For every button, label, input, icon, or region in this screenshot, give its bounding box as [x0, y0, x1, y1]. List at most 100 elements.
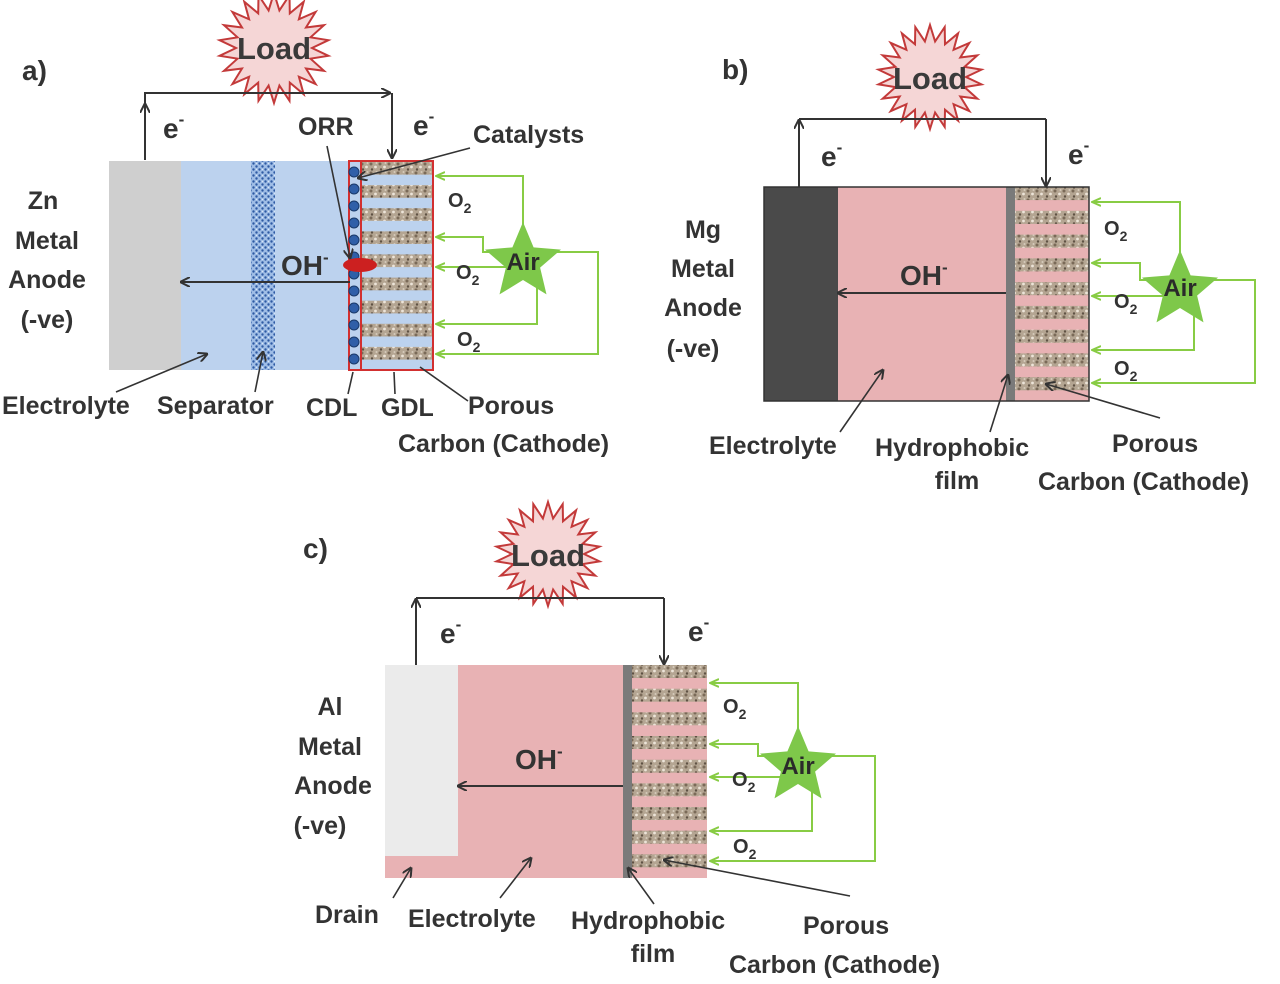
o2-label-3: O2: [733, 836, 757, 862]
load-burst-icon: [493, 498, 603, 610]
porous-label: Porous: [803, 912, 889, 940]
porous-carbon-texture: [632, 665, 707, 868]
load-burst-icon: [875, 21, 985, 133]
carbon-stripe: [632, 665, 707, 678]
orr-site: [343, 258, 377, 272]
anode-label-1: Al: [318, 693, 343, 721]
catalyst-dot: [348, 166, 360, 178]
o2-label-3: O2: [1114, 358, 1138, 384]
air-flow-line: [436, 282, 538, 324]
air-label: Air: [506, 249, 539, 276]
catalyst-dot: [348, 336, 360, 348]
catalyst-dot: [348, 234, 360, 246]
o2-label-1: O2: [1104, 218, 1128, 244]
air-label: Air: [1163, 275, 1196, 302]
porous-carbon-texture: [362, 162, 432, 360]
electrolyte-pointer: [115, 354, 207, 393]
carbon-stripe: [1015, 234, 1089, 248]
electron-left: e-: [821, 138, 842, 172]
o2-label-1: O2: [448, 190, 472, 216]
carbon-stripe: [362, 300, 432, 314]
carbon-stripe: [362, 277, 432, 291]
anode-label-3: Anode: [8, 266, 86, 294]
carbon-stripe: [632, 759, 707, 773]
electrolyte-label: Electrolyte: [408, 905, 536, 933]
catalyst-dot: [348, 217, 360, 229]
electrolyte-label: Electrolyte: [2, 392, 130, 420]
panel-b-tag: b): [722, 54, 748, 85]
carbon-cathode-label: Carbon (Cathode): [1038, 468, 1249, 496]
air-flow-line: [436, 251, 599, 354]
gdl-pointer: [393, 371, 396, 395]
catalyst-dot: [348, 183, 360, 195]
load-burst-icon: [216, 0, 332, 107]
air-flow-line: [710, 786, 813, 831]
carbon-stripe: [1015, 377, 1089, 391]
o2-label-2: O2: [1114, 291, 1138, 317]
load-burst-shape: [493, 498, 603, 610]
drain-pointer: [392, 868, 411, 899]
carbon-stripe: [1015, 210, 1089, 224]
electrolyte-label: Electrolyte: [709, 432, 837, 460]
anode-label-2: Metal: [298, 733, 362, 761]
load-label: Load: [237, 31, 311, 66]
separator-pointer: [254, 352, 263, 393]
gdl-label: GDL: [381, 394, 434, 422]
anode-label-3: Anode: [664, 294, 742, 322]
carbon-stripe: [1015, 329, 1089, 343]
air-star-icon: [760, 726, 836, 799]
panel-c: c) Load e- e- OH- Air O2 O2 O2 Al Metal …: [294, 498, 940, 979]
carbon-stripe: [362, 208, 432, 221]
catalyst-dot: [348, 285, 360, 297]
load-label: Load: [511, 538, 585, 573]
air-supply: [1092, 202, 1256, 383]
hydroxide-label: OH-: [900, 258, 948, 291]
panel-a: a) Load e- e- OH- ORR Catalysts Air O2 O…: [2, 0, 609, 458]
porous-pointer: [419, 366, 469, 402]
orr-label: ORR: [298, 113, 354, 141]
panel-b: b) Load e- e- OH- Air O2 O2 O2 Mg Metal …: [664, 21, 1256, 496]
hydrophobic-film: [1006, 187, 1015, 401]
porous-label: Porous: [1112, 430, 1198, 458]
anode-label-2: Metal: [671, 255, 735, 283]
anode-label-4: (-ve): [667, 335, 720, 363]
carbon-stripe: [632, 712, 707, 726]
air-star-icon: [485, 222, 561, 295]
load-label: Load: [893, 61, 967, 96]
carbon-stripe: [1015, 187, 1089, 201]
porous-pointer: [664, 860, 851, 897]
carbon-stripe: [1015, 353, 1089, 367]
electron-left: e-: [440, 615, 461, 649]
al-anode: [385, 665, 458, 856]
orr-pointer: [326, 145, 350, 258]
electron-right: e-: [1068, 136, 1089, 170]
catalyst-dot: [348, 302, 360, 314]
catalyst-dot: [348, 353, 360, 365]
electrolyte-pointer: [499, 858, 531, 899]
o2-label-3: O2: [457, 329, 481, 355]
carbon-stripe: [632, 736, 707, 749]
load-burst-shape: [216, 0, 332, 107]
carbon-stripe: [362, 231, 432, 244]
electrolyte-pointer: [839, 370, 883, 433]
catalyst-dot: [348, 319, 360, 331]
drain-label: Drain: [315, 901, 379, 929]
electron-right: e-: [413, 107, 434, 141]
carbon-stripe: [632, 807, 707, 820]
o2-label-2: O2: [456, 262, 480, 288]
air-flow-line: [710, 755, 876, 861]
air-supply: [710, 683, 876, 861]
film-label: film: [631, 940, 675, 968]
hydrophobic-film: [623, 665, 632, 878]
carbon-cathode-label: Carbon (Cathode): [729, 951, 940, 979]
porous-carbon-texture: [1015, 187, 1089, 391]
anode-label-4: (-ve): [21, 306, 74, 334]
porous-label: Porous: [468, 392, 554, 420]
carbon-stripe: [362, 185, 432, 198]
panel-c-tag: c): [303, 533, 328, 564]
air-supply: [436, 176, 599, 354]
electron-left: e-: [163, 110, 184, 144]
carbon-stripe: [362, 346, 432, 360]
air-flow-line: [1092, 310, 1195, 350]
